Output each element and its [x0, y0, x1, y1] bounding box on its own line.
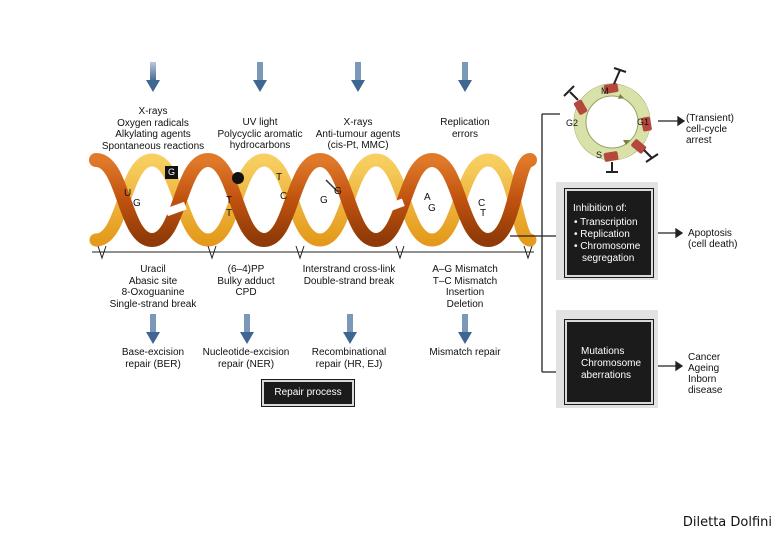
dna-letter: T: [480, 208, 487, 219]
cell-cycle-ring: [563, 67, 659, 173]
damage-source-label: Replication errors: [440, 117, 490, 140]
phase-label-g1: G1: [637, 117, 650, 127]
repair-process-label: Repair process: [274, 387, 342, 398]
double-strand-break-2: [381, 198, 405, 214]
double-strand-break-1: [361, 181, 385, 197]
dna-letter: C: [280, 191, 288, 202]
dna-letter: G: [168, 167, 176, 177]
dna-letter: T: [226, 195, 233, 206]
inhibition-item: • Replication: [574, 229, 630, 240]
mutations-line: Chromosome: [581, 358, 642, 369]
cross-link-mark: [325, 179, 339, 193]
inhibition-item: segregation: [582, 253, 635, 264]
inhibition-item: • Transcription: [574, 217, 638, 228]
repair-process-box: Repair process: [262, 380, 354, 406]
lesion-label: Uracil Abasic site 8-Oxoguanine Single-s…: [109, 264, 197, 310]
dna-helix: [89, 152, 537, 248]
bulky-adduct-mark: [232, 172, 244, 184]
lesion-label: A–G Mismatch T–C Mismatch Insertion Dele…: [432, 264, 498, 310]
arrow-down-icon: [240, 314, 254, 344]
dna-letter: C: [478, 198, 486, 209]
dna-letter: T: [226, 208, 233, 219]
arrow-down-icon: [146, 314, 160, 344]
single-strand-break: [165, 201, 187, 217]
inhibition-title: Inhibition of:: [573, 203, 627, 214]
author-credit: Diletta Dolfini: [682, 515, 772, 530]
phase-label-g2: G2: [566, 118, 579, 128]
oxoguanine-box: [165, 166, 178, 179]
helix-baseline: [92, 245, 534, 260]
inhibition-box: Inhibition of: • Transcription • Replica…: [565, 189, 653, 277]
arrow-down-icon: [146, 62, 160, 92]
arrow-down-icon: [351, 62, 365, 92]
damage-source-label: UV light Polycyclic aromatic hydrocarbon…: [217, 117, 303, 151]
phase-label-m: M: [601, 86, 609, 96]
dna-letter: G: [334, 186, 342, 197]
dna-strand-front: [89, 152, 537, 248]
inhibition-item: • Chromosome: [574, 241, 641, 252]
repair-pathway-label: Recombinational repair (HR, EJ): [311, 347, 387, 370]
lesion-label: Interstrand cross-link Double-strand bre…: [302, 264, 396, 287]
repair-pathway-label: Base-excision repair (BER): [121, 347, 185, 370]
mutation-outcome: Cancer Ageing Inborn disease: [688, 352, 723, 396]
arrow-down-icon: [458, 314, 472, 344]
repair-pathway-label: Nucleotide-excision repair (NER): [202, 347, 290, 370]
dna-letter: G: [133, 198, 141, 209]
mutations-line: Mutations: [581, 346, 625, 357]
arrow-down-icon: [253, 62, 267, 92]
lesion-label: (6–4)PP Bulky adduct CPD: [217, 264, 275, 298]
phase-label-s: S: [596, 150, 603, 160]
arrow-down-icon: [458, 62, 472, 92]
arrow-down-icon: [343, 314, 357, 344]
repair-pathway-label: Mismatch repair: [429, 347, 501, 358]
cell-cycle-outcome: (Transient) cell-cycle arrest: [686, 113, 734, 146]
dna-letter: A: [424, 192, 431, 203]
damage-source-label: X-rays Anti-tumour agents (cis-Pt, MMC): [315, 117, 401, 151]
dna-letter: T: [276, 172, 283, 183]
dna-letter: U: [124, 188, 132, 199]
mutations-box: Mutations Chromosome aberrations: [565, 320, 653, 404]
dna-letter: G: [428, 203, 436, 214]
mutations-line: aberrations: [581, 370, 632, 381]
damage-source-label: X-rays Oxygen radicals Alkylating agents…: [101, 106, 205, 152]
apoptosis-outcome: Apoptosis (cell death): [688, 228, 738, 250]
dna-letter: G: [320, 195, 328, 206]
